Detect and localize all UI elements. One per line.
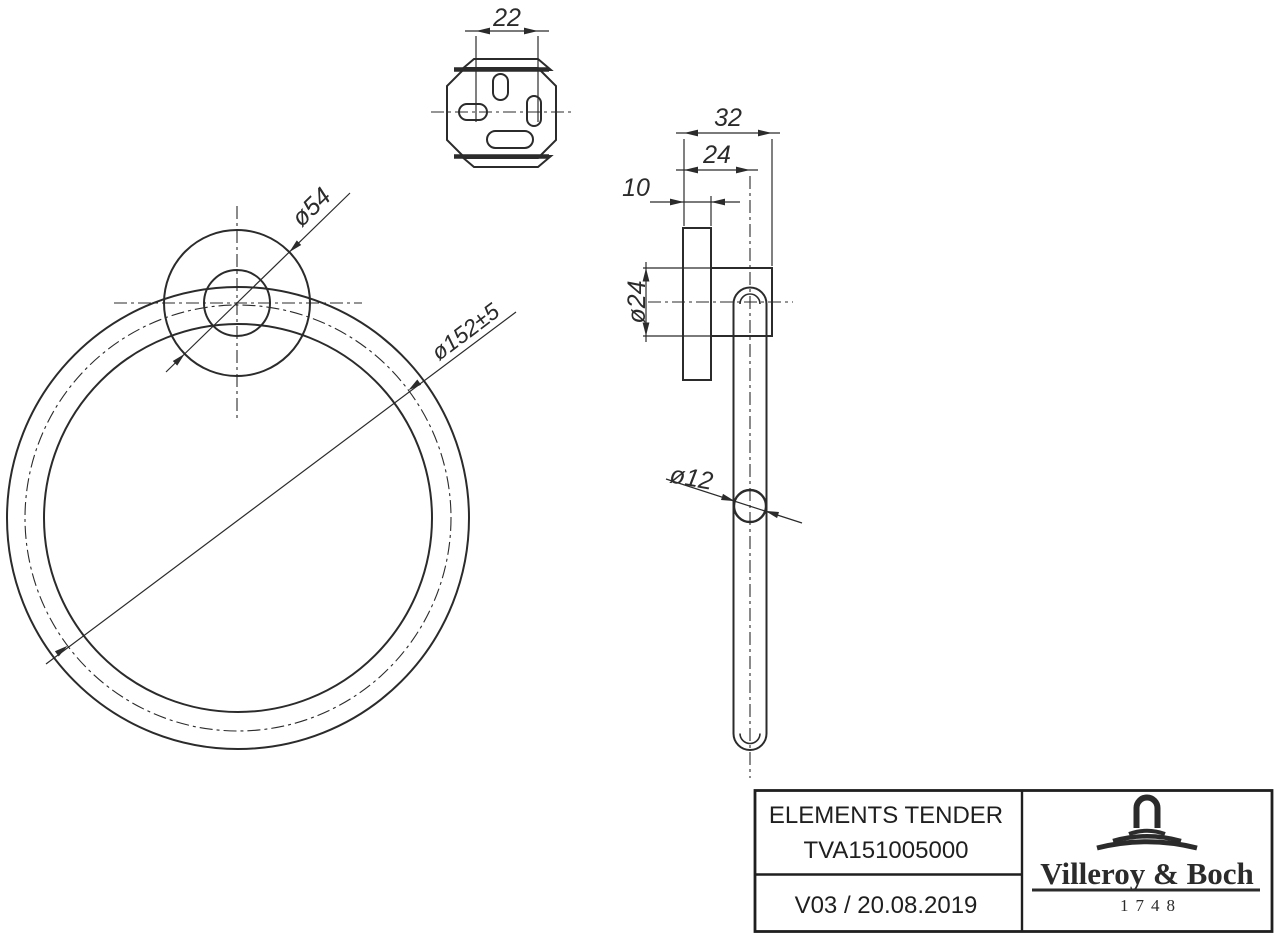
bottom-clip <box>458 155 554 168</box>
ring-inner-circle <box>43 323 433 713</box>
arrowhead <box>736 166 750 174</box>
dim-label-54: ø54 <box>286 182 336 232</box>
arrowhead <box>642 322 650 336</box>
arrowhead <box>684 129 698 137</box>
slot-bottom <box>486 130 534 149</box>
dim-label-32: 32 <box>714 104 742 132</box>
top-view-mounting-plate: 22 <box>431 4 574 168</box>
ring-tube <box>732 286 768 751</box>
logo-arch-icon <box>1133 794 1161 828</box>
ring-tube-inner-bottom-arc <box>739 733 761 745</box>
logo-arc-small <box>1128 828 1166 836</box>
title-block-border <box>753 789 1274 933</box>
dim-label-10: 10 <box>622 174 650 202</box>
arrowhead <box>289 240 302 253</box>
title-block: ELEMENTS TENDER TVA151005000 V03 / 20.08… <box>753 789 1274 933</box>
product-name: ELEMENTS TENDER <box>769 802 1003 829</box>
logo-arc-medium <box>1112 834 1182 844</box>
logo-arc-large <box>1096 839 1198 851</box>
brand-name: Villeroy & Boch <box>1040 856 1254 891</box>
dim-label-22: 22 <box>492 4 521 32</box>
arrowhead <box>524 27 538 35</box>
mounting-plate-outline <box>446 67 557 159</box>
arrowhead <box>54 645 68 657</box>
dim-line-54 <box>165 192 351 373</box>
arrowhead <box>721 493 735 502</box>
dim-label-152: ø152±5 <box>426 298 504 366</box>
arrowhead <box>765 510 779 519</box>
dim-label-d24: ø24 <box>623 280 651 323</box>
slot-top <box>492 73 509 101</box>
brand-logo: Villeroy & Boch 1748 <box>1032 794 1260 915</box>
arrowhead <box>408 379 422 391</box>
tube-section-circle <box>732 488 768 524</box>
arrowhead <box>758 129 772 137</box>
arrowhead <box>670 198 684 206</box>
front-view-towel-ring: ø54 ø152±5 <box>6 182 517 750</box>
wall-plate <box>682 227 712 381</box>
arrowhead <box>684 166 698 174</box>
revision-date: V03 / 20.08.2019 <box>795 892 978 919</box>
dim-line-152 <box>45 311 517 665</box>
top-clip <box>458 58 554 71</box>
arrowhead <box>642 268 650 282</box>
arrowhead <box>476 27 490 35</box>
ring-outer-circle <box>6 286 470 750</box>
ring-tube-inner-top-arc <box>739 293 761 305</box>
dim-label-24: 24 <box>702 141 731 169</box>
article-number: TVA151005000 <box>803 837 968 864</box>
arrowhead <box>711 198 725 206</box>
ring-centerline-circle <box>24 304 452 732</box>
arrowhead <box>172 353 185 366</box>
dim-label-12: ø12 <box>668 461 715 496</box>
slot-right <box>526 95 542 127</box>
side-view: 32 24 10 ø24 ø12 <box>622 104 803 778</box>
brand-founded-year: 1748 <box>1120 896 1182 915</box>
